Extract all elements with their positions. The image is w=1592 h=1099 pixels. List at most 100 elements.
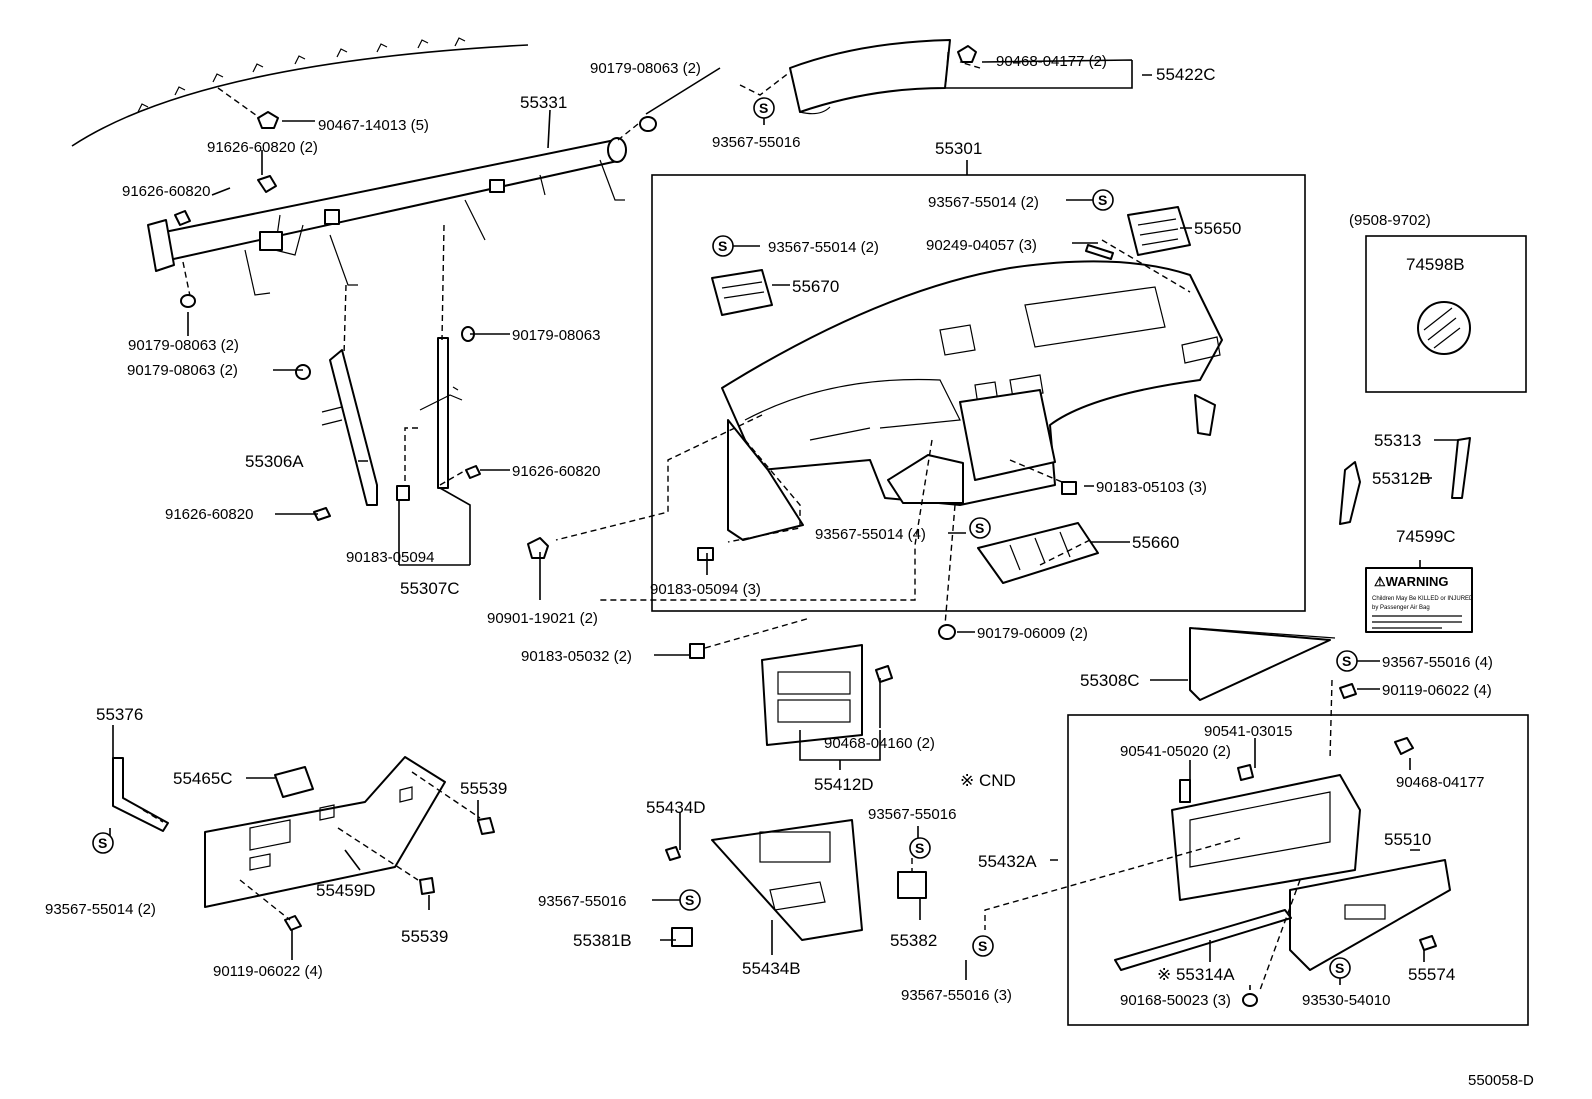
svg-text:S: S [1335, 960, 1344, 976]
warning-line-2: by Passenger Air Bag [1372, 605, 1430, 611]
label-93530-54010: 93530-54010 [1302, 992, 1390, 1009]
label-55660: 55660 [1132, 533, 1179, 552]
label-cnd: ※ CND [960, 771, 1016, 790]
label-55314A: ※ 55314A [1157, 965, 1235, 984]
label-93567-55016-3: 93567-55016 (3) [901, 987, 1012, 1004]
label-74598B [1417, 301, 1471, 355]
label-55539b: 55539 [401, 927, 448, 946]
bolt-icon [174, 111, 657, 308]
label-55434B: 55434B [742, 959, 801, 978]
instrument-panel-55301 [697, 260, 1223, 561]
label-90183-05094-3: 90183-05094 (3) [650, 581, 761, 598]
label-55381B: 55381B [573, 931, 632, 950]
brace-55306A [329, 349, 378, 506]
label-55650: 55650 [1194, 219, 1241, 238]
warning-title: ⚠WARNING [1374, 574, 1448, 589]
glove-box-door-55432A [1171, 774, 1361, 901]
label-90249-04057-3: 90249-04057 (3) [926, 237, 1037, 254]
svg-text:S: S [759, 100, 768, 116]
stopper-55314A [1114, 909, 1292, 971]
part-labels: 90179-08063 (2) 90468-04177 (2) 55422C 9… [45, 53, 1534, 1089]
label-90541-03015: 90541-03015 [1204, 723, 1292, 740]
instrument-panel-group-box [651, 174, 1306, 612]
label-90179-06009-2: 90179-06009 (2) [977, 625, 1088, 642]
vent-55650 [1127, 206, 1191, 256]
label-90468-04177: 90468-04177 [1396, 774, 1484, 791]
svg-text:S: S [915, 840, 924, 856]
label-90179-08063-2: 90179-08063 (2) [590, 60, 701, 77]
label-90183-05103-3: 90183-05103 (3) [1096, 479, 1207, 496]
brace-55307C [437, 337, 449, 489]
svg-text:S: S [98, 835, 107, 851]
label-55313: 55313 [1374, 431, 1421, 450]
bracket-55382 [897, 871, 927, 899]
svg-text:S: S [1342, 653, 1351, 669]
label-55434D: 55434D [646, 798, 706, 817]
svg-text:S: S [718, 238, 727, 254]
label-55510: 55510 [1384, 830, 1431, 849]
label-93567-55014-2: 93567-55014 (2) [928, 194, 1039, 211]
label-55412D: 55412D [814, 775, 874, 794]
label-55465C: 55465C [173, 769, 233, 788]
label-55539: 55539 [460, 779, 507, 798]
label-93567-55016-mid: 93567-55016 [868, 806, 956, 823]
label-93567-55016-4: 93567-55016 (4) [1382, 654, 1493, 671]
label-55306A: 55306A [245, 452, 304, 471]
svg-text:S: S [978, 938, 987, 954]
label-74598B: 74598B [1406, 255, 1465, 274]
label-90468-04177-2: 90468-04177 (2) [996, 53, 1107, 70]
s-symbol-icon: S [969, 517, 991, 539]
s-symbol-icon: S [972, 935, 994, 957]
label-74599C: 74599C [1396, 527, 1456, 546]
label-91626-60820-2: 91626-60820 (2) [207, 139, 318, 156]
label-55432A: 55432A [978, 852, 1037, 871]
figure-number: 550058-D [1468, 1072, 1534, 1089]
label-55301: 55301 [935, 139, 982, 158]
vent-55660 [977, 522, 1099, 584]
label-box-9508-9702 [1365, 235, 1527, 393]
label-90467-14013-5: 90467-14013 (5) [318, 117, 429, 134]
s-symbol-icon: S [753, 97, 775, 119]
label-90179-08063-2c: 90179-08063 (2) [127, 362, 238, 379]
lower-panel-55459D [204, 756, 446, 908]
bracket-55381B [671, 927, 693, 947]
label-93567-55014-2b: 93567-55014 (2) [768, 239, 879, 256]
label-55376: 55376 [96, 705, 143, 724]
label-90179-08063: 90179-08063 [512, 327, 600, 344]
s-symbol-icon: S [909, 837, 931, 859]
bracket-55313 [1451, 437, 1471, 499]
svg-text:S: S [685, 892, 694, 908]
label-9508-9702: (9508-9702) [1349, 212, 1431, 229]
bracket-55312B [1339, 461, 1361, 525]
windshield-edge [71, 37, 529, 147]
label-55422C: 55422C [1156, 65, 1216, 84]
label-55574: 55574 [1408, 965, 1455, 984]
label-55308C: 55308C [1080, 671, 1140, 690]
label-55307C: 55307C [400, 579, 460, 598]
leader-lines [109, 59, 1458, 991]
label-93567-55014-2c: 93567-55014 (2) [45, 901, 156, 918]
label-91626-60820c: 91626-60820 [165, 506, 253, 523]
reinforcement-tube-55331 [147, 137, 627, 296]
label-90179-08063-2b: 90179-08063 (2) [128, 337, 239, 354]
label-55312B: 55312B [1372, 469, 1431, 488]
svg-text:S: S [1098, 192, 1107, 208]
s-symbol-icon: S [1329, 957, 1351, 979]
label-91626-60820: 91626-60820 [122, 183, 210, 200]
bracket-55376 [112, 757, 169, 832]
reinforcement-55308C [1189, 627, 1331, 701]
label-90119-06022-4b: 90119-06022 (4) [213, 963, 323, 980]
label-91626-60820b: 91626-60820 [512, 463, 600, 480]
label-55382: 55382 [890, 931, 937, 950]
warning-line-1: Children May Be KILLED or INJURED [1372, 596, 1474, 602]
label-90119-06022-4: 90119-06022 (4) [1382, 682, 1492, 699]
glove-box-55510 [1289, 859, 1451, 971]
label-90168-50023-3: 90168-50023 (3) [1120, 992, 1231, 1009]
warning-label-74599C: ⚠WARNING Children May Be KILLED or INJUR… [1365, 567, 1474, 633]
label-90183-05094: 90183-05094 [346, 549, 434, 566]
s-symbol-icon: S [712, 235, 734, 257]
label-90901-19021-2: 90901-19021 (2) [487, 610, 598, 627]
label-90468-04160-2: 90468-04160 (2) [824, 735, 935, 752]
